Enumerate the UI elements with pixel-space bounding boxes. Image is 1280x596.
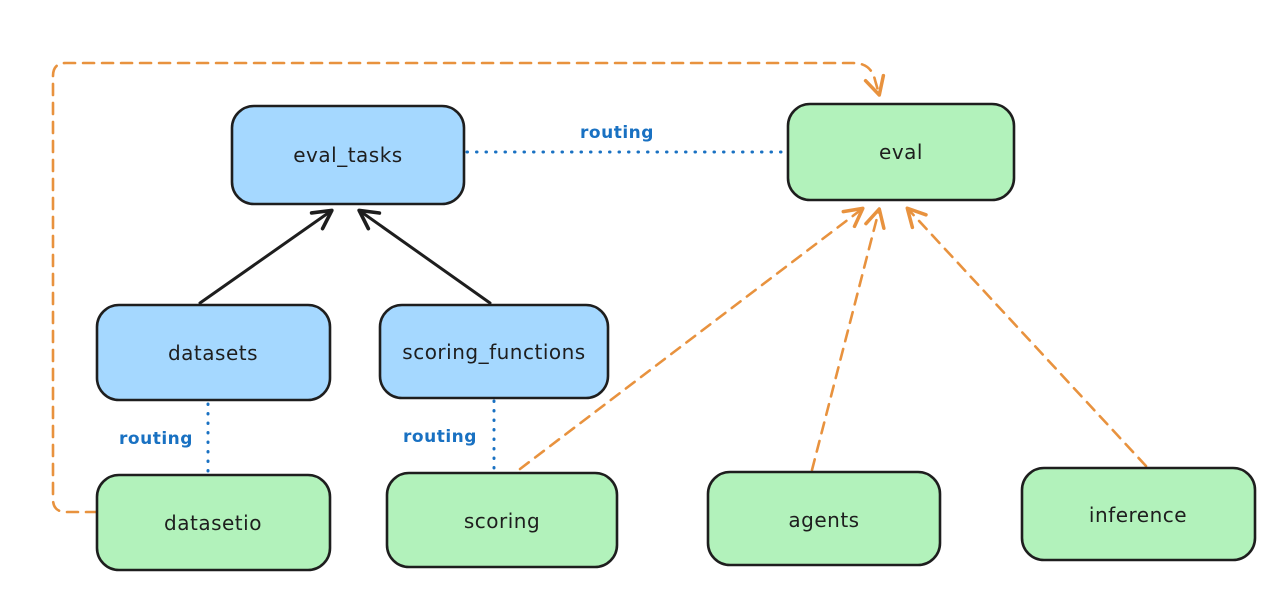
node-scoring-label: scoring <box>464 509 540 533</box>
node-datasets-box <box>95 303 332 402</box>
node-scoring-functions-box <box>378 303 610 400</box>
node-scoring-box <box>385 471 619 569</box>
node-eval-tasks-box <box>230 104 466 206</box>
node-eval-tasks-label: eval_tasks <box>293 143 402 167</box>
node-eval: eval <box>786 102 1016 202</box>
edge-scoring-functions-to-eval-tasks <box>357 208 492 305</box>
node-eval-box <box>786 102 1016 202</box>
node-scoring: scoring <box>385 471 619 569</box>
node-datasetio-label: datasetio <box>164 511 262 535</box>
node-agents-label: agents <box>788 508 859 532</box>
edge-label-routing: routing <box>580 123 654 143</box>
node-agents: agents <box>706 470 942 567</box>
edge-scoring-to-eval-dashed <box>518 206 865 471</box>
edge-datasets-to-eval-tasks <box>198 208 334 305</box>
node-datasetio: datasetio <box>95 473 332 572</box>
node-datasets-label: datasets <box>168 341 258 365</box>
node-datasets: datasets <box>95 303 332 402</box>
node-agents-box <box>706 470 942 567</box>
node-scoring-functions: scoring_functions <box>378 303 610 400</box>
node-datasetio-box <box>95 473 332 572</box>
node-inference-label: inference <box>1089 503 1187 527</box>
node-inference: inference <box>1020 466 1257 562</box>
node-inference-box <box>1020 466 1257 562</box>
node-eval-tasks: eval_tasks <box>230 104 466 206</box>
edge-label-routing: routing <box>403 427 477 447</box>
edge-inference-to-eval-dashed <box>905 206 1148 468</box>
node-eval-label: eval <box>879 140 923 164</box>
edge-agents-to-eval-dashed <box>810 207 886 472</box>
node-scoring-functions-label: scoring_functions <box>402 340 585 364</box>
edge-label-routing: routing <box>119 429 193 449</box>
edge-datasetio-to-eval-dashed-loop <box>51 61 886 514</box>
